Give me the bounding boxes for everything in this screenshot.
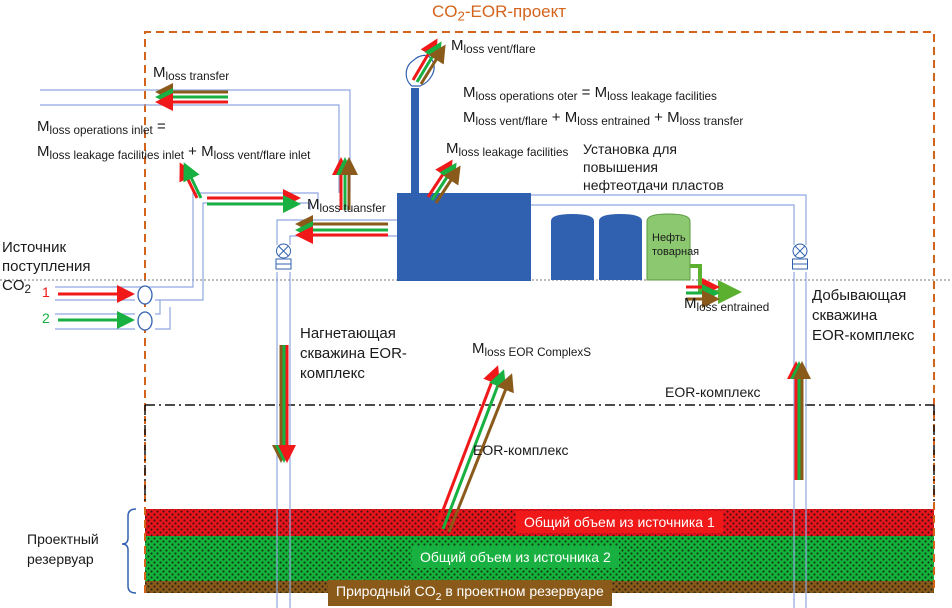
injection-well-label: Нагнетающая скважина EOR- комплекс (300, 325, 407, 382)
production-valve (792, 243, 808, 270)
label-loss-entrained: Mloss entrained (684, 295, 770, 314)
source-label: Источник поступления CO2 (2, 239, 91, 296)
eor-complex-inner-label: EOR-комплекс (473, 442, 569, 458)
formula-operations-oter: Mloss operations oter = Mloss leakage fa… (463, 84, 744, 128)
tank-2 (599, 214, 642, 280)
eor-complex-boundary-label: EOR-комплекс (665, 384, 761, 400)
arrows-inlet-transfer (207, 189, 301, 213)
arrows-inlet-leakage (179, 162, 203, 199)
formula-operations-inlet: Mloss operations inlet = Mloss leakage f… (37, 118, 311, 162)
arrows-eor-complex-loss (435, 365, 514, 533)
production-well-label: Добывающая скважина EOR-комплекс (812, 287, 915, 344)
reservoir-source1-label: Общий объем из источника 1 (516, 511, 723, 533)
arrows-to-injection (295, 215, 388, 244)
source-1-label: 1 (42, 284, 50, 300)
arrows-entrained (686, 278, 720, 308)
injection-valve (275, 243, 292, 270)
label-loss-tuansfer: Mloss tuansfer (307, 196, 386, 215)
reservoir-label: Проектный резервуар (27, 531, 99, 567)
arrows-production-well (787, 361, 811, 480)
meter-2 (137, 311, 153, 331)
project-title: CO2-EOR-проект (432, 2, 567, 24)
reservoir-source2-label: Общий объем из источника 2 (412, 546, 619, 568)
label-loss-transfer: Mloss transfer (153, 64, 230, 83)
label-loss-vent-flare: Mloss vent/flare (451, 37, 536, 56)
label-loss-eor-complexs: Mloss EOR ComplexS (472, 340, 592, 359)
arrows-loss-transfer (155, 83, 228, 111)
flare-stack (411, 88, 419, 194)
oil-tank-label: Нефть товарная (652, 232, 700, 258)
facility-label: Установка для повышения нефтеотдачи плас… (583, 141, 724, 193)
arrows-vent-flare (411, 38, 446, 85)
oil-tank (646, 213, 691, 281)
arrows-leakage-facilities (426, 159, 461, 204)
source-2-label: 2 (42, 310, 50, 326)
reservoir-brace (121, 508, 137, 594)
label-loss-leakage-facilities: Mloss leakage facilities (446, 140, 569, 159)
tank-1 (551, 214, 594, 280)
eor-facility (397, 193, 531, 281)
meter-1 (137, 285, 153, 305)
reservoir-natural-label: Природный CO2 в проектном резервуаре (328, 580, 612, 606)
arrows-inlet-vent (332, 157, 358, 210)
arrows-injection-well (272, 345, 296, 463)
